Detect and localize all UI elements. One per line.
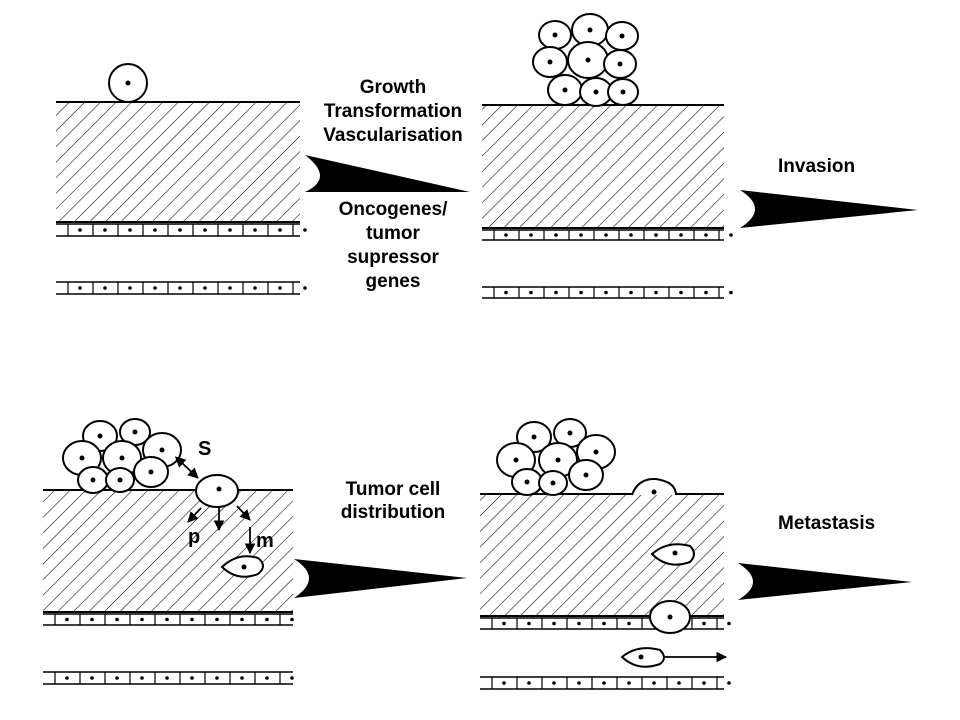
panel-4-tumor-cluster [496, 418, 616, 496]
label-supressor: supressor [347, 247, 439, 268]
panel-3-direction-arrows [174, 456, 256, 555]
panel-2-vessel-wall [482, 286, 733, 299]
panel-3-migrating-cell [195, 474, 239, 508]
panel-3-vessel-wall [43, 671, 294, 685]
panel-1-tissue [56, 101, 300, 223]
label-vascularisation: Vascularisation [323, 125, 463, 146]
marker-m: m [256, 530, 274, 552]
label-tumor: tumor [366, 223, 420, 244]
progression-arrow-4 [738, 563, 912, 600]
panel-1-endothelium [56, 223, 307, 237]
marker-p: p [188, 526, 201, 548]
panel-4-stroma-cell [650, 543, 695, 566]
label-growth-block: Growth Transformation Vascularisation [306, 76, 480, 148]
label-oncogenes: Oncogenes/ [338, 199, 448, 220]
progression-arrow-2 [740, 190, 918, 228]
panel-4-intravasating-cell [649, 600, 691, 634]
progression-arrow-3 [294, 559, 467, 598]
panel-1-tumor-cell [108, 63, 148, 103]
panel-3-tumor-cluster [62, 418, 182, 494]
panel-2-tissue [482, 104, 724, 229]
panel-1-vessel-wall [56, 281, 307, 295]
panel-4-surface-cell [631, 477, 677, 496]
panel-4-vessel-wall [480, 676, 731, 690]
label-tumor-distribution-block: Tumor cell distribution [306, 478, 480, 524]
panel-3-endothelium [43, 613, 294, 626]
label-genes-block: Oncogenes/ tumor supressor genes [306, 198, 480, 294]
label-growth: Growth [359, 77, 427, 98]
progression-arrow-1 [305, 155, 470, 192]
label-tumor-cell: Tumor cell [345, 479, 441, 500]
label-metastasis: Metastasis [778, 513, 876, 534]
label-invasion: Invasion [778, 156, 856, 177]
panel-4-endothelium [480, 617, 731, 630]
label-distribution: distribution [340, 502, 446, 523]
panel-4-circulating-cell [620, 647, 728, 668]
panel-3-invading-cell [220, 555, 264, 578]
panel-2-endothelium [482, 229, 733, 241]
marker-s: S [198, 438, 212, 460]
label-genes: genes [365, 271, 421, 292]
label-transformation: Transformation [323, 101, 463, 122]
panel-2-tumor-cluster [532, 13, 639, 107]
